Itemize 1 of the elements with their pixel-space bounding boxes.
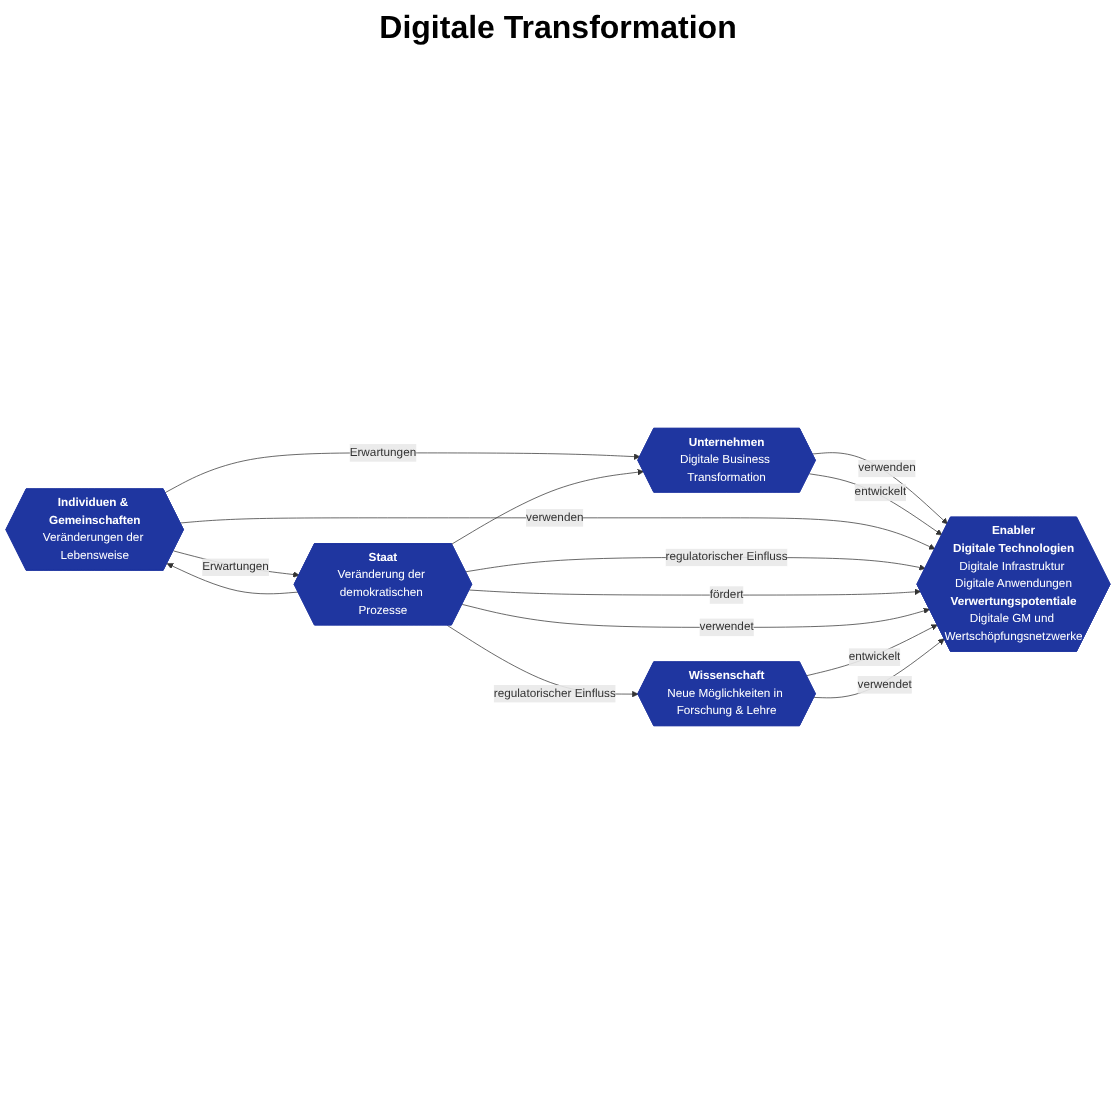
diagram-title: Digitale Transformation xyxy=(377,12,739,48)
